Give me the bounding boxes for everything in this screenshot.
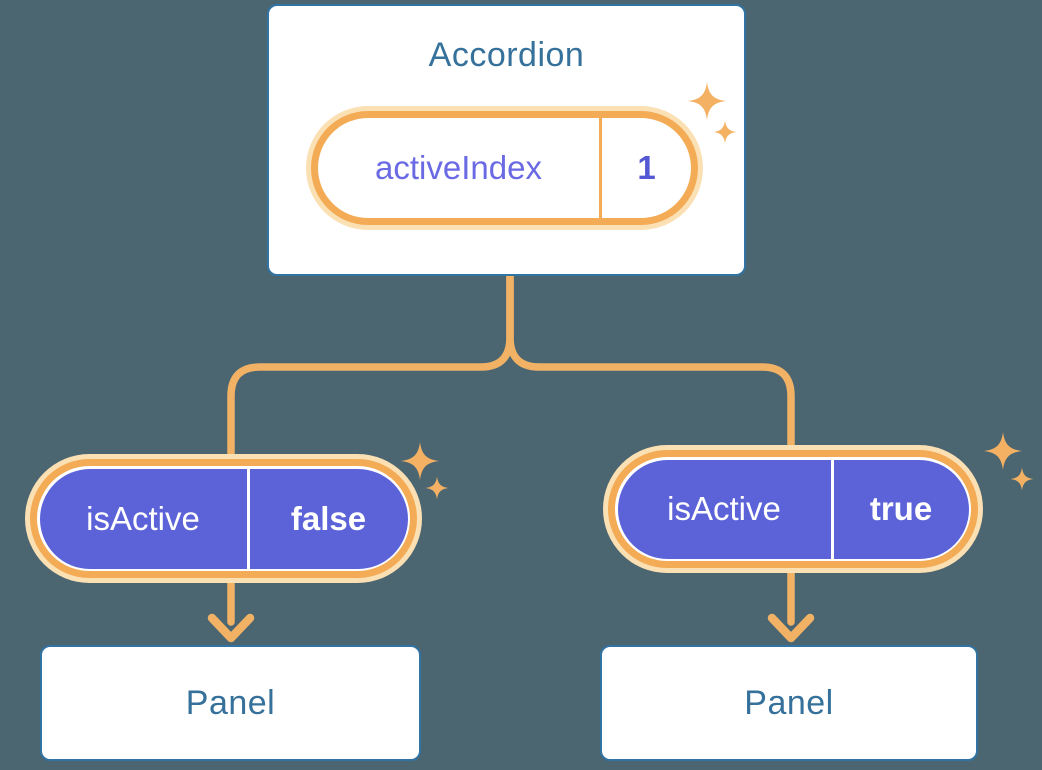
panel-box-right: Panel — [600, 645, 978, 761]
sparkle-icon-large — [401, 442, 439, 480]
panel-title: Panel — [744, 683, 834, 722]
accordion-title: Accordion — [428, 36, 585, 74]
state-pill-body: activeIndex 1 — [318, 118, 691, 218]
prop-pill-isactive-false: isActive false — [25, 454, 422, 583]
arrowhead-right-icon — [767, 613, 815, 643]
sparkle-icon-small — [1010, 467, 1034, 491]
prop-pill-fill: isActive false — [39, 468, 408, 569]
prop-pill-isactive-true: isActive true — [603, 445, 983, 573]
state-pill-divider — [599, 118, 602, 218]
prop-pill-label: isActive — [86, 499, 200, 537]
arrowhead-left-icon — [207, 613, 255, 643]
prop-pill-gold-ring: isActive false — [30, 459, 417, 578]
state-pill-value: 1 — [637, 149, 656, 186]
sparkle-icon-small — [425, 476, 449, 500]
prop-pill-divider — [830, 459, 834, 559]
prop-pill-body: isActive true — [615, 457, 971, 561]
prop-pill-fill: isActive true — [617, 459, 969, 559]
state-pill-label: activeIndex — [375, 149, 542, 186]
panel-title: Panel — [185, 683, 276, 722]
state-pill-gold-ring: activeIndex 1 — [311, 111, 698, 225]
prop-pill-value: false — [290, 499, 367, 537]
state-pill-activeindex: activeIndex 1 — [306, 106, 703, 230]
prop-pill-value: true — [869, 490, 933, 527]
prop-pill-body: isActive false — [37, 466, 410, 571]
panel-box-left: Panel — [40, 645, 421, 761]
prop-pill-gold-ring: isActive true — [608, 450, 978, 568]
prop-pill-label: isActive — [667, 490, 781, 527]
sparkle-icon-large — [984, 432, 1022, 470]
